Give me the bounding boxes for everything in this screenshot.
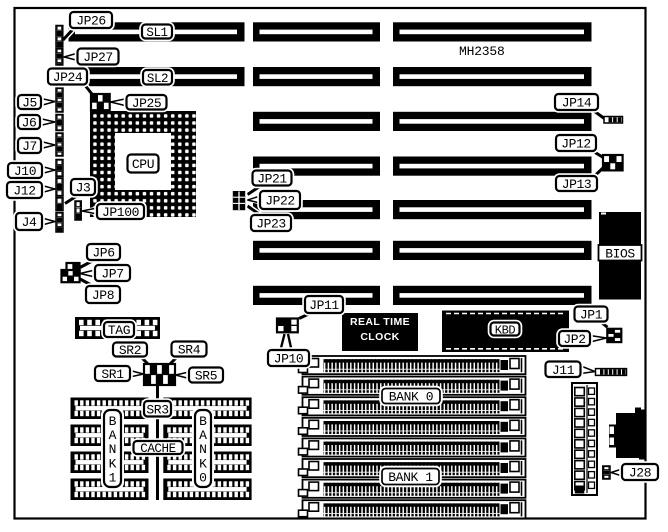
svg-text:JP27: JP27	[83, 50, 113, 65]
svg-text:JP22: JP22	[265, 194, 295, 209]
svg-text:JP13: JP13	[562, 177, 592, 192]
svg-text:JP1: JP1	[580, 308, 603, 323]
svg-text:J4: J4	[22, 215, 37, 230]
svg-text:JP2: JP2	[563, 332, 585, 347]
svg-text:CACHE: CACHE	[140, 442, 176, 456]
svg-text:SR4: SR4	[178, 343, 201, 358]
svg-text:JP21: JP21	[257, 172, 287, 187]
svg-text:JP23: JP23	[256, 217, 286, 232]
svg-text:SL1: SL1	[146, 26, 167, 40]
svg-text:JP6: JP6	[92, 246, 114, 261]
svg-text:B: B	[109, 414, 117, 429]
svg-text:JP11: JP11	[309, 298, 339, 313]
svg-text:J11: J11	[552, 363, 575, 378]
svg-text:MH2358: MH2358	[459, 44, 505, 59]
svg-text:J6: J6	[22, 116, 37, 131]
svg-text:SR1: SR1	[101, 367, 124, 382]
svg-text:A: A	[109, 428, 117, 443]
svg-text:JP26: JP26	[76, 14, 106, 29]
svg-text:A: A	[199, 428, 207, 443]
svg-text:N: N	[109, 442, 117, 457]
svg-text:JP12: JP12	[561, 137, 591, 152]
svg-text:J12: J12	[13, 184, 35, 199]
svg-text:BIOS: BIOS	[605, 247, 635, 262]
svg-text:CPU: CPU	[132, 157, 154, 172]
svg-text:CLOCK: CLOCK	[360, 331, 399, 343]
svg-text:TAG: TAG	[108, 323, 130, 338]
svg-text:JP24: JP24	[53, 70, 83, 85]
svg-text:JP7: JP7	[101, 267, 123, 282]
svg-text:B: B	[199, 414, 207, 429]
svg-text:K: K	[199, 456, 207, 471]
svg-text:REAL TIME: REAL TIME	[350, 316, 410, 328]
svg-text:J28: J28	[629, 466, 651, 481]
svg-text:BANK 1: BANK 1	[388, 470, 433, 485]
svg-text:JP8: JP8	[92, 288, 114, 303]
svg-text:J7: J7	[22, 139, 37, 154]
svg-text:JP10: JP10	[274, 352, 304, 367]
svg-text:J10: J10	[14, 164, 36, 179]
svg-text:1: 1	[109, 471, 117, 486]
svg-text:JP14: JP14	[562, 96, 592, 111]
svg-text:0: 0	[199, 471, 207, 486]
svg-text:N: N	[199, 442, 207, 457]
svg-text:SL2: SL2	[147, 72, 168, 86]
svg-text:JP25: JP25	[132, 96, 162, 111]
svg-text:BANK 0: BANK 0	[389, 390, 433, 405]
svg-text:J5: J5	[22, 96, 37, 111]
svg-text:SR5: SR5	[195, 369, 217, 384]
svg-text:K: K	[109, 456, 117, 471]
svg-text:J3: J3	[76, 181, 91, 196]
svg-text:JP100: JP100	[102, 205, 139, 220]
svg-text:SR2: SR2	[119, 343, 141, 358]
svg-text:SR3: SR3	[146, 402, 168, 417]
svg-text:KBD: KBD	[495, 323, 516, 337]
